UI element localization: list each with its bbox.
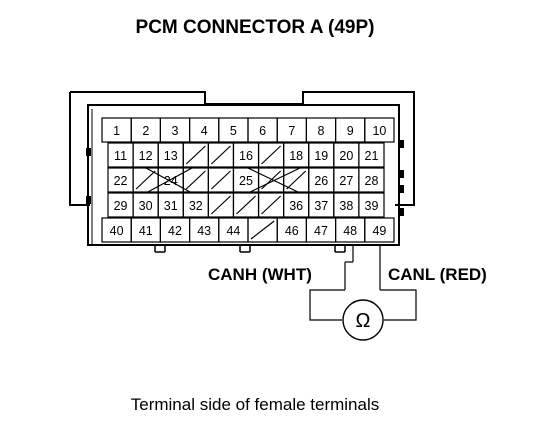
terminal-number: 18 xyxy=(289,149,303,163)
connector-housing xyxy=(69,91,415,253)
terminal-number: 42 xyxy=(168,224,182,238)
terminal-cell xyxy=(358,142,385,168)
blocked-cross xyxy=(247,167,301,194)
side-tab xyxy=(399,140,404,148)
diagram-title: PCM CONNECTOR A (49P) xyxy=(136,17,375,38)
terminal-number: 22 xyxy=(114,174,128,188)
terminal-number: 8 xyxy=(318,124,325,138)
ohmmeter-wiring xyxy=(309,244,417,321)
terminal-number: 38 xyxy=(339,199,353,213)
terminal-number: 49 xyxy=(372,224,386,238)
terminal-number: 3 xyxy=(172,124,179,138)
terminal-number: 39 xyxy=(365,199,379,213)
terminal-number: 12 xyxy=(139,149,153,163)
unused-terminal-slash xyxy=(286,170,307,190)
blocked-cross xyxy=(145,167,193,194)
terminal-number: 31 xyxy=(164,199,178,213)
terminal-number: 37 xyxy=(314,199,328,213)
terminal-number: 27 xyxy=(339,174,353,188)
unused-terminal-slash xyxy=(185,145,206,165)
unused-terminal-slash xyxy=(261,145,282,165)
terminal-number: 2 xyxy=(142,124,149,138)
side-tab xyxy=(86,196,91,204)
terminal-number: 26 xyxy=(314,174,328,188)
terminal-number: 48 xyxy=(343,224,357,238)
unused-terminal-slash xyxy=(210,170,231,190)
unused-terminal-slash xyxy=(261,195,282,215)
unused-terminal-slash xyxy=(185,170,206,190)
terminal-number: 29 xyxy=(114,199,128,213)
terminal-number: 6 xyxy=(259,124,266,138)
terminal-number: 40 xyxy=(110,224,124,238)
ohmmeter-icon xyxy=(342,299,384,341)
terminal-number: 7 xyxy=(288,124,295,138)
canh-label: CANH (WHT) xyxy=(208,265,312,284)
unused-terminal-slash xyxy=(261,170,282,190)
unused-terminal-slash xyxy=(250,220,275,240)
terminal-number: 44 xyxy=(226,224,240,238)
caption: Terminal side of female terminals xyxy=(131,395,379,414)
terminal-number: 11 xyxy=(114,149,127,163)
unused-terminal-slash xyxy=(210,145,231,165)
canl-label: CANL (RED) xyxy=(388,265,487,284)
terminal-number: 30 xyxy=(139,199,153,213)
terminal-cell xyxy=(364,217,395,243)
side-tab xyxy=(86,148,91,156)
terminal-number: 13 xyxy=(164,149,178,163)
side-tab xyxy=(399,170,404,178)
terminal-number: 10 xyxy=(372,124,386,138)
terminal-number: 16 xyxy=(239,149,253,163)
terminal-number: 9 xyxy=(347,124,354,138)
terminal-number: 25 xyxy=(239,174,253,188)
ohm-symbol: Ω xyxy=(356,310,371,332)
terminal-number: 1 xyxy=(113,124,120,138)
terminal-number: 32 xyxy=(189,199,203,213)
terminal-number: 36 xyxy=(289,199,303,213)
terminal-number: 5 xyxy=(230,124,237,138)
unused-terminal-slash xyxy=(135,170,156,190)
terminal-cell xyxy=(358,192,385,218)
terminal-number: 20 xyxy=(339,149,353,163)
terminal-number: 19 xyxy=(314,149,328,163)
terminal-number: 43 xyxy=(197,224,211,238)
terminal-number: 28 xyxy=(365,174,379,188)
unused-terminal-slash xyxy=(210,195,231,215)
terminal-number: 46 xyxy=(285,224,299,238)
terminal-number: 4 xyxy=(201,124,208,138)
side-tab xyxy=(399,208,404,216)
side-tab xyxy=(399,185,404,193)
terminal-cell xyxy=(364,117,395,143)
terminal-cell xyxy=(358,167,385,193)
terminal-number: 21 xyxy=(365,149,379,163)
terminal-number: 47 xyxy=(314,224,328,238)
unused-terminal-slash xyxy=(236,195,256,215)
terminal-number: 41 xyxy=(139,224,153,238)
